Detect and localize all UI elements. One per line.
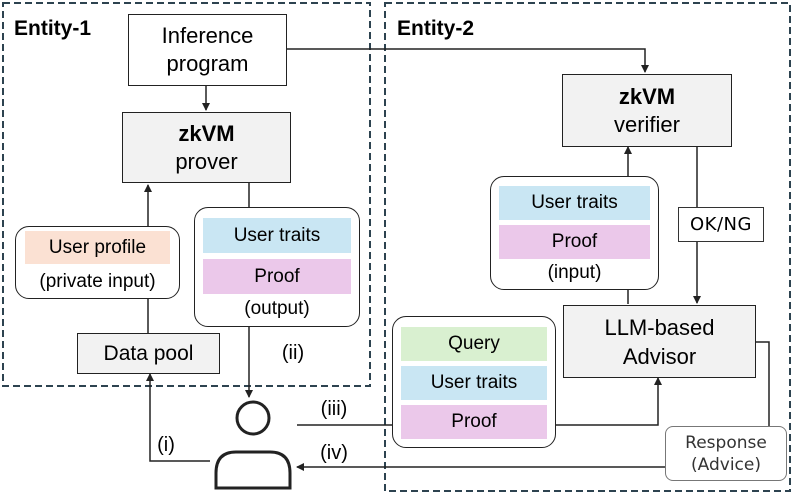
response-line2: (Advice) [691, 454, 761, 475]
output-traits-chip: User traits [203, 218, 351, 253]
step-iii-label: (iii) [320, 397, 348, 420]
advisor-line2: Advisor [622, 343, 697, 369]
query-traits-chip: User traits [401, 366, 547, 400]
response-box: Response (Advice) [665, 426, 787, 481]
output-bundle: User traits Proof (output) [194, 207, 360, 327]
entity-1-title: Entity-1 [14, 17, 92, 40]
user-profile-caption: (private input) [39, 271, 156, 292]
line-advisor-to-response [756, 341, 770, 426]
entity-2-frame [384, 2, 791, 492]
input-caption: (input) [547, 262, 602, 283]
user-profile-chip: User profile [25, 231, 170, 264]
user-icon [214, 400, 292, 490]
llm-advisor-box: LLM-based Advisor [563, 305, 756, 378]
user-profile-bundle: User profile (private input) [15, 226, 180, 299]
ok-ng-box: OK/NG [678, 207, 764, 242]
arrow-user-to-pool [146, 373, 210, 462]
prover-subtitle: prover [175, 148, 238, 174]
step-i-label: (i) [157, 433, 175, 456]
prover-title: zkVM [178, 120, 235, 146]
entity-2-title: Entity-2 [397, 17, 475, 40]
step-iv-label: (iv) [320, 441, 348, 464]
verifier-title: zkVM [618, 83, 676, 109]
response-line1: Response [685, 432, 767, 453]
input-bundle: User traits Proof (input) [490, 176, 659, 290]
verifier-subtitle: verifier [613, 111, 680, 137]
output-proof-chip: Proof [203, 259, 351, 294]
input-traits-chip: User traits [499, 186, 650, 220]
step-ii-label: (ii) [281, 341, 305, 364]
output-caption: (output) [244, 298, 310, 319]
inference-program-box: Inference program [128, 14, 287, 86]
data-pool-box: Data pool [77, 333, 220, 374]
inference-program-line2: program [166, 51, 249, 76]
zkvm-prover-box: zkVM prover [122, 112, 291, 183]
query-proof-chip: Proof [401, 405, 547, 439]
query-bundle: Query User traits Proof [392, 316, 556, 448]
input-proof-chip: Proof [499, 225, 650, 259]
inference-program-line1: Inference [161, 23, 254, 48]
query-chip: Query [401, 327, 547, 361]
advisor-line1: LLM-based [604, 314, 715, 340]
zkvm-verifier-box: zkVM verifier [562, 74, 732, 147]
arrow-query-to-advisor [556, 377, 662, 426]
arrow-inference-to-verifier [287, 48, 649, 73]
